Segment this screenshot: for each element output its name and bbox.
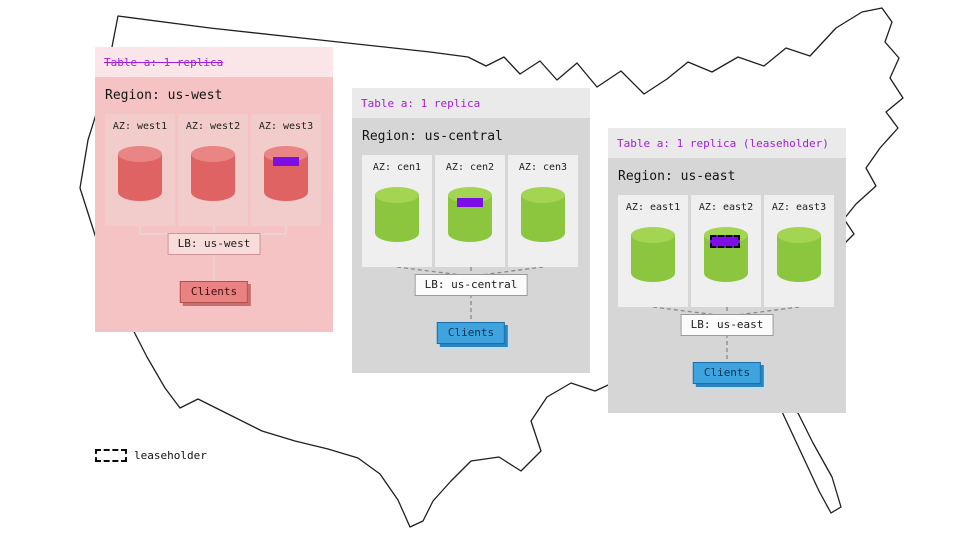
database-cylinder-icon	[447, 186, 493, 244]
az-row: AZ: east1 AZ: east2 AZ: east3	[618, 195, 834, 307]
az-label: AZ: cen2	[445, 162, 495, 173]
database-cylinder-icon	[630, 226, 676, 284]
az-box-cen2: AZ: cen2	[435, 155, 505, 267]
az-label: AZ: east2	[698, 202, 754, 213]
region-panel-us-east: Table a: 1 replica (leaseholder) Region:…	[608, 128, 846, 413]
table-label: Table a: 1 replica (leaseholder)	[617, 136, 829, 150]
az-box-east1: AZ: east1	[618, 195, 688, 307]
load-balancer-box: LB: us-central	[414, 274, 528, 296]
az-box-west1: AZ: west1	[105, 114, 175, 226]
leaseholder-marker	[710, 235, 740, 248]
clients-box: Clients	[692, 362, 762, 384]
replica-marker	[273, 157, 299, 166]
az-label: AZ: west3	[258, 121, 314, 132]
load-balancer-box: LB: us-east	[680, 314, 774, 336]
az-box-cen3: AZ: cen3	[508, 155, 578, 267]
table-label: Table a: 1 replica	[104, 55, 224, 69]
region-panel-us-central: Table a: 1 replica Region: us-central AZ…	[352, 88, 590, 373]
az-label: AZ: cen3	[518, 162, 568, 173]
az-box-east2: AZ: east2	[691, 195, 761, 307]
az-box-cen1: AZ: cen1	[362, 155, 432, 267]
clients-box: Clients	[179, 281, 249, 303]
az-row: AZ: west1 AZ: west2 AZ: west3	[105, 114, 321, 226]
legend: leaseholder	[95, 449, 207, 462]
replica-marker	[457, 198, 483, 207]
database-cylinder-icon	[190, 145, 236, 203]
database-cylinder-icon	[117, 145, 163, 203]
clients-box: Clients	[436, 322, 506, 344]
legend-label: leaseholder	[134, 449, 207, 462]
database-cylinder-icon	[703, 226, 749, 284]
region-title: Region: us-central	[362, 129, 503, 144]
az-box-west2: AZ: west2	[178, 114, 248, 226]
az-box-west3: AZ: west3	[251, 114, 321, 226]
database-cylinder-icon	[263, 145, 309, 203]
region-panel-us-west: Table a: 1 replica Region: us-west AZ: w…	[95, 47, 333, 332]
az-row: AZ: cen1 AZ: cen2 AZ: cen3	[362, 155, 578, 267]
az-label: AZ: west1	[112, 121, 168, 132]
az-label: AZ: east3	[771, 202, 827, 213]
az-label: AZ: west2	[185, 121, 241, 132]
database-cylinder-icon	[374, 186, 420, 244]
load-balancer-box: LB: us-west	[167, 233, 261, 255]
region-title: Region: us-west	[105, 88, 223, 103]
database-cylinder-icon	[776, 226, 822, 284]
az-label: AZ: cen1	[372, 162, 422, 173]
az-label: AZ: east1	[625, 202, 681, 213]
table-header-us-east: Table a: 1 replica (leaseholder)	[608, 128, 846, 158]
table-header-us-west: Table a: 1 replica	[95, 47, 333, 77]
region-title: Region: us-east	[618, 169, 736, 184]
az-box-east3: AZ: east3	[764, 195, 834, 307]
table-label: Table a: 1 replica	[361, 96, 481, 110]
database-cylinder-icon	[520, 186, 566, 244]
table-header-us-central: Table a: 1 replica	[352, 88, 590, 118]
leaseholder-swatch-icon	[95, 449, 127, 462]
